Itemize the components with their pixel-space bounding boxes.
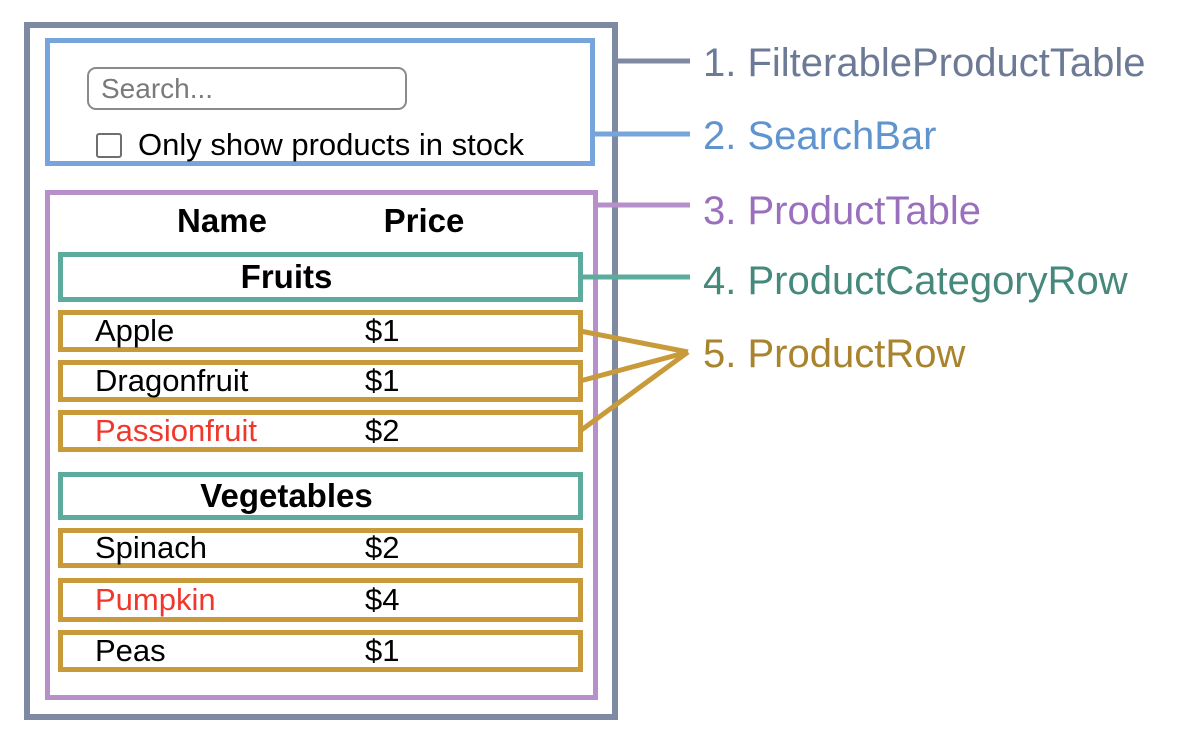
product-row-dragonfruit: Dragonfruit $1	[58, 360, 583, 402]
product-price: $1	[365, 363, 400, 398]
product-name: Spinach	[95, 530, 208, 565]
product-name: Pumpkin	[95, 582, 216, 617]
category-row-vegetables: Vegetables	[58, 472, 583, 520]
label-product-table: 3. ProductTable	[703, 189, 981, 233]
product-row-passionfruit: Passionfruit $2	[58, 410, 583, 452]
category-row-fruits: Fruits	[58, 252, 583, 302]
label-product-category-row: 4. ProductCategoryRow	[703, 259, 1128, 303]
column-header-price: Price	[383, 202, 465, 239]
search-bar-box: Only show products in stock	[45, 38, 595, 166]
column-header-name: Name	[177, 202, 267, 239]
label-filterable-product-table: 1. FilterableProductTable	[703, 41, 1146, 85]
product-price: $1	[365, 633, 400, 668]
product-price: $1	[365, 313, 400, 348]
product-row-apple: Apple $1	[58, 310, 583, 352]
product-name: Dragonfruit	[95, 363, 249, 398]
product-price: $2	[365, 530, 400, 565]
search-input[interactable]	[87, 67, 407, 110]
in-stock-checkbox-label: Only show products in stock	[138, 127, 524, 162]
label-search-bar: 2. SearchBar	[703, 114, 937, 158]
in-stock-filter: Only show products in stock	[96, 127, 524, 163]
product-table-box: Name Price Fruits Apple $1 Dragonfruit $…	[45, 190, 598, 700]
product-price: $4	[365, 582, 400, 617]
product-name: Passionfruit	[95, 413, 257, 448]
product-price: $2	[365, 413, 400, 448]
product-row-pumpkin: Pumpkin $4	[58, 578, 583, 622]
product-name: Apple	[95, 313, 175, 348]
in-stock-checkbox[interactable]	[96, 132, 122, 158]
label-product-row: 5. ProductRow	[703, 332, 966, 376]
category-label: Vegetables	[200, 477, 373, 514]
product-row-peas: Peas $1	[58, 630, 583, 672]
product-name: Peas	[95, 633, 166, 668]
product-row-spinach: Spinach $2	[58, 528, 583, 568]
category-label: Fruits	[240, 258, 333, 295]
